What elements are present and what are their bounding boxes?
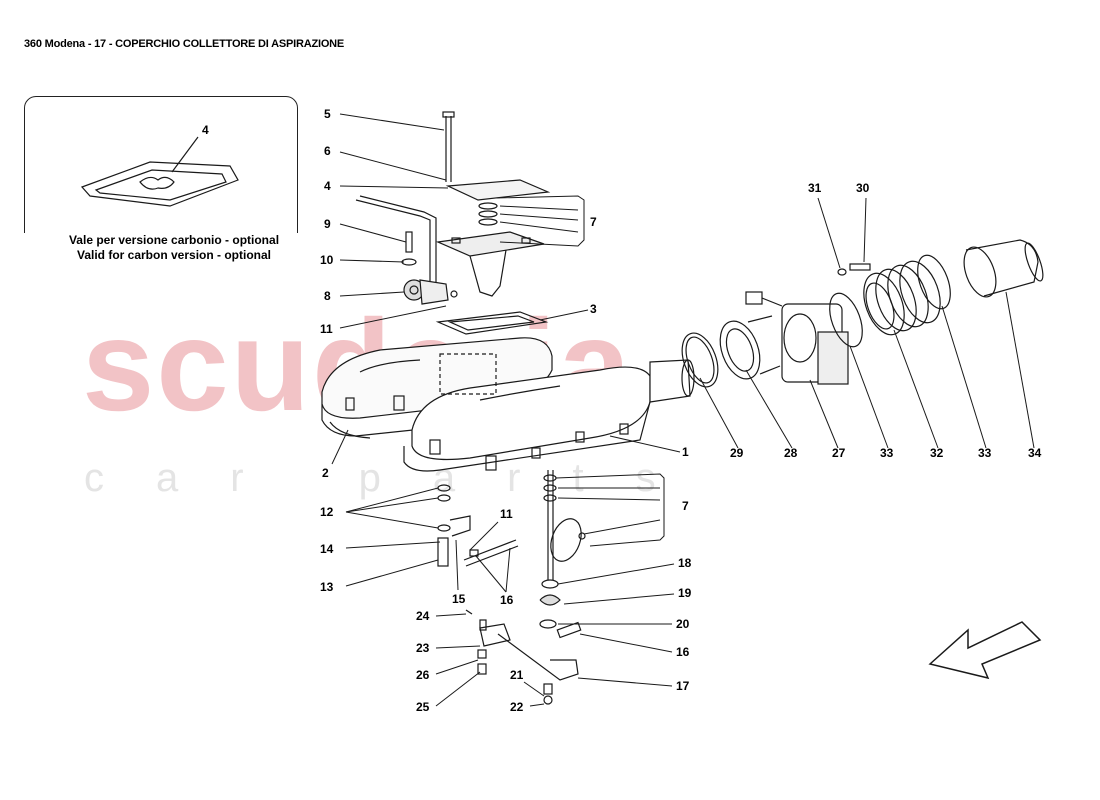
clamp-33a [829,292,863,348]
callout-25: 25 [416,700,430,714]
intake-manifold-right [403,353,695,472]
gasket [435,311,549,335]
cover-plate [445,179,551,201]
inset-caption: Vale per versione carbonio - optional Va… [24,233,324,263]
callout-29: 29 [730,446,744,460]
sleeve-28 [719,315,781,380]
callout-32: 32 [930,446,944,460]
callout-11-upper: 11 [320,322,333,336]
callout-16-right: 16 [676,645,690,659]
lower-linkage-left [437,484,519,567]
callout-16-left: 16 [500,593,514,607]
callout-26: 26 [416,668,430,682]
inset-caption-it: Vale per versione carbonio - optional [68,233,280,247]
callout-15: 15 [452,592,466,606]
callout-30: 30 [856,181,870,195]
lower-linkage-right [465,470,586,705]
callout-20: 20 [676,617,690,631]
direction-arrow [928,621,1042,680]
callout-1: 1 [682,445,689,459]
callout-27: 27 [832,446,846,460]
callout-31: 31 [808,181,822,195]
air-flow-meter [963,239,1044,298]
callout-17: 17 [676,679,690,693]
callout-8: 8 [324,289,331,303]
actuator-valve [403,279,458,305]
bolt-30-31 [837,263,871,276]
inset-callout-4: 4 [202,123,209,137]
o-ring-29 [681,332,719,388]
callout-7-upper: 7 [590,215,597,229]
callout-3: 3 [590,302,597,316]
callout-22: 22 [510,700,524,714]
seal-rings-upper [478,202,498,226]
callout-23: 23 [416,641,430,655]
callout-19: 19 [678,586,692,600]
inset-caption-en: Valid for carbon version - optional [76,248,272,262]
throttle-body [745,291,849,385]
callout-5: 5 [324,107,331,121]
callout-2: 2 [322,466,329,480]
callout-7-lower: 7 [682,499,689,513]
bolt-5 [442,111,455,182]
page-title: 360 Modena - 17 - COPERCHIO COLLETTORE D… [24,38,345,50]
callout-13: 13 [320,580,334,594]
throttle-flange [435,231,545,297]
callout-33-left: 33 [880,446,894,460]
clamp-33b [917,254,951,310]
callout-24: 24 [416,609,430,623]
callout-34: 34 [1028,446,1042,460]
breather-pipe [355,195,437,300]
callout-12: 12 [320,505,334,519]
callout-10: 10 [320,253,334,267]
callout-28: 28 [784,446,798,460]
callout-9: 9 [324,217,331,231]
callout-21: 21 [510,668,524,682]
callout-4: 4 [324,179,331,193]
bolt-9 [401,231,417,266]
callout-14: 14 [320,542,334,556]
callout-33-right: 33 [978,446,992,460]
callout-18: 18 [678,556,692,570]
bellows-hose [863,260,941,336]
callout-11-lower: 11 [500,507,513,521]
callout-6: 6 [324,144,331,158]
inset-carbon-cover [80,136,239,207]
